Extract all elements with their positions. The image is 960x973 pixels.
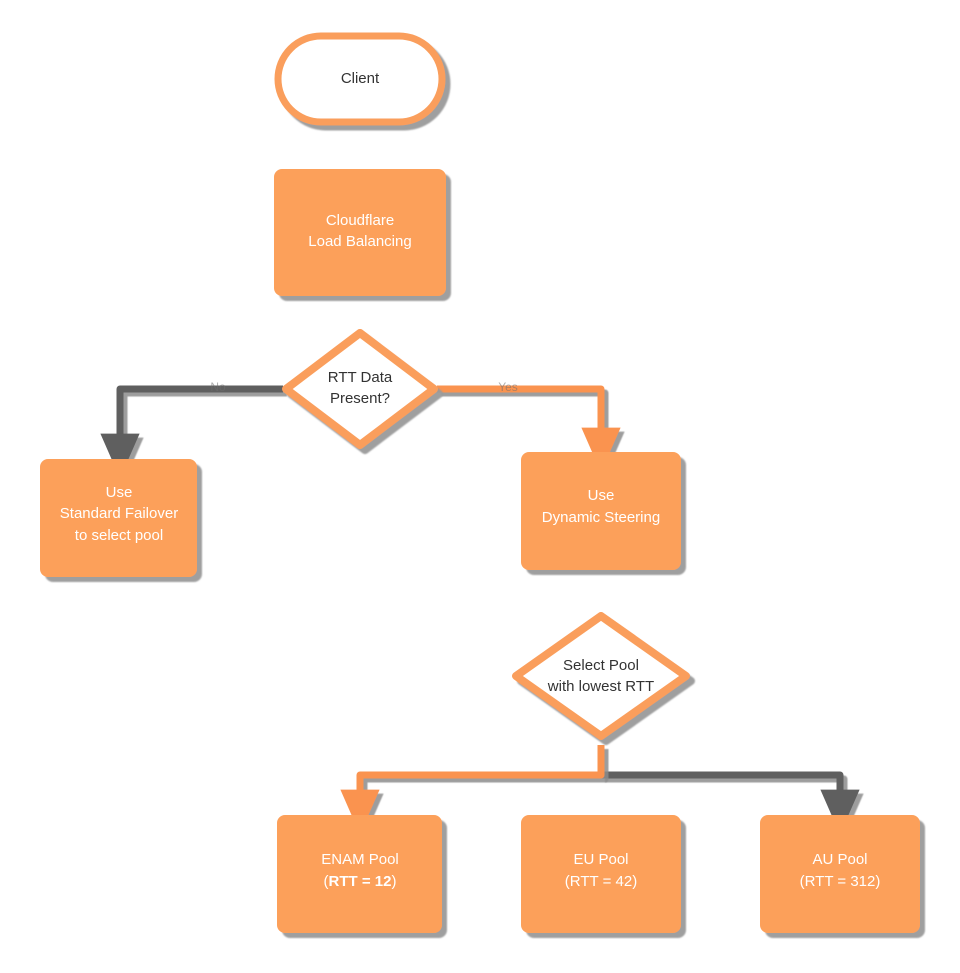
edge-path bbox=[437, 385, 621, 473]
node-load-balancing-label-line2: Load Balancing bbox=[308, 233, 411, 250]
node-rtt-decision-label-line2: Present? bbox=[330, 390, 390, 407]
node-rtt-decision[interactable]: RTT Data Present? bbox=[282, 329, 438, 449]
edge-label-yes: Yes bbox=[498, 380, 518, 394]
edge-label-layer: No Yes bbox=[210, 380, 518, 394]
node-au-pool-rtt-prefix: ( bbox=[800, 873, 805, 890]
node-au-pool[interactable]: AU Pool (RTT = 312) bbox=[760, 815, 920, 933]
edge-path bbox=[100, 385, 283, 479]
node-shape bbox=[521, 815, 681, 933]
node-shape bbox=[521, 452, 681, 570]
edge-rtt-decision-to-standard-failover bbox=[100, 385, 283, 479]
edge-path bbox=[340, 745, 605, 835]
node-au-pool-rtt: (RTT = 312) bbox=[800, 873, 881, 890]
node-au-pool-rtt-value: RTT = 312 bbox=[805, 873, 876, 890]
node-enam-pool-rtt-value: RTT = 12 bbox=[329, 873, 392, 890]
node-eu-pool-rtt: (RTT = 42) bbox=[565, 873, 637, 890]
edge-layer bbox=[100, 122, 860, 835]
node-select-pool-label-line2: with lowest RTT bbox=[547, 678, 654, 695]
node-eu-pool-rtt-value: RTT = 42 bbox=[570, 873, 632, 890]
node-shape bbox=[274, 32, 446, 126]
node-dynamic-steering-label-line1: Use bbox=[588, 487, 615, 504]
node-load-balancing-label-line1: Cloudflare bbox=[326, 212, 394, 229]
edge-label-no-text: No bbox=[210, 380, 226, 394]
node-shape bbox=[274, 169, 446, 296]
node-client-label: Client bbox=[341, 70, 380, 87]
node-eu-pool-rtt-suffix: ) bbox=[632, 873, 637, 890]
node-layer: Client Cloudflare Load Balancing RTT Dat… bbox=[40, 32, 920, 933]
edge-select-pool-to-au-pool bbox=[601, 771, 860, 835]
node-au-pool-label-line1: AU Pool bbox=[812, 851, 867, 868]
node-au-pool-rtt-suffix: ) bbox=[875, 873, 880, 890]
node-select-pool[interactable]: Select Pool with lowest RTT bbox=[512, 612, 690, 740]
node-standard-failover[interactable]: Use Standard Failover to select pool bbox=[40, 459, 197, 577]
node-eu-pool-label-line1: EU Pool bbox=[573, 851, 628, 868]
node-dynamic-steering-label-line2: Dynamic Steering bbox=[542, 509, 660, 526]
node-standard-failover-label-line3: to select pool bbox=[75, 527, 163, 544]
node-rtt-decision-label-line1: RTT Data bbox=[328, 369, 393, 386]
node-enam-pool-rtt-prefix: ( bbox=[324, 873, 329, 890]
node-eu-pool-rtt-prefix: ( bbox=[565, 873, 570, 890]
node-standard-failover-label-line1: Use bbox=[106, 484, 133, 501]
node-shape bbox=[40, 459, 197, 577]
node-client[interactable]: Client bbox=[274, 32, 446, 126]
edge-label-no: No bbox=[210, 380, 226, 394]
node-shape bbox=[277, 815, 442, 933]
node-enam-pool-rtt-suffix: ) bbox=[391, 873, 396, 890]
edge-rtt-decision-to-dynamic-steering bbox=[437, 385, 621, 473]
node-shape bbox=[512, 612, 690, 740]
edge-path bbox=[601, 771, 860, 835]
node-enam-pool-rtt: (RTT = 12) bbox=[324, 873, 397, 890]
node-enam-pool-label-line1: ENAM Pool bbox=[321, 851, 399, 868]
node-eu-pool[interactable]: EU Pool (RTT = 42) bbox=[521, 815, 681, 933]
node-shape bbox=[760, 815, 920, 933]
node-dynamic-steering[interactable]: Use Dynamic Steering bbox=[521, 452, 681, 570]
edge-select-pool-to-enam-pool bbox=[340, 745, 605, 835]
edge-label-yes-text: Yes bbox=[498, 380, 518, 394]
node-select-pool-label-line1: Select Pool bbox=[563, 657, 639, 674]
node-standard-failover-label-line2: Standard Failover bbox=[60, 505, 178, 522]
node-shape bbox=[282, 329, 438, 449]
node-load-balancing[interactable]: Cloudflare Load Balancing bbox=[274, 169, 446, 296]
node-enam-pool[interactable]: ENAM Pool (RTT = 12) bbox=[277, 815, 442, 933]
